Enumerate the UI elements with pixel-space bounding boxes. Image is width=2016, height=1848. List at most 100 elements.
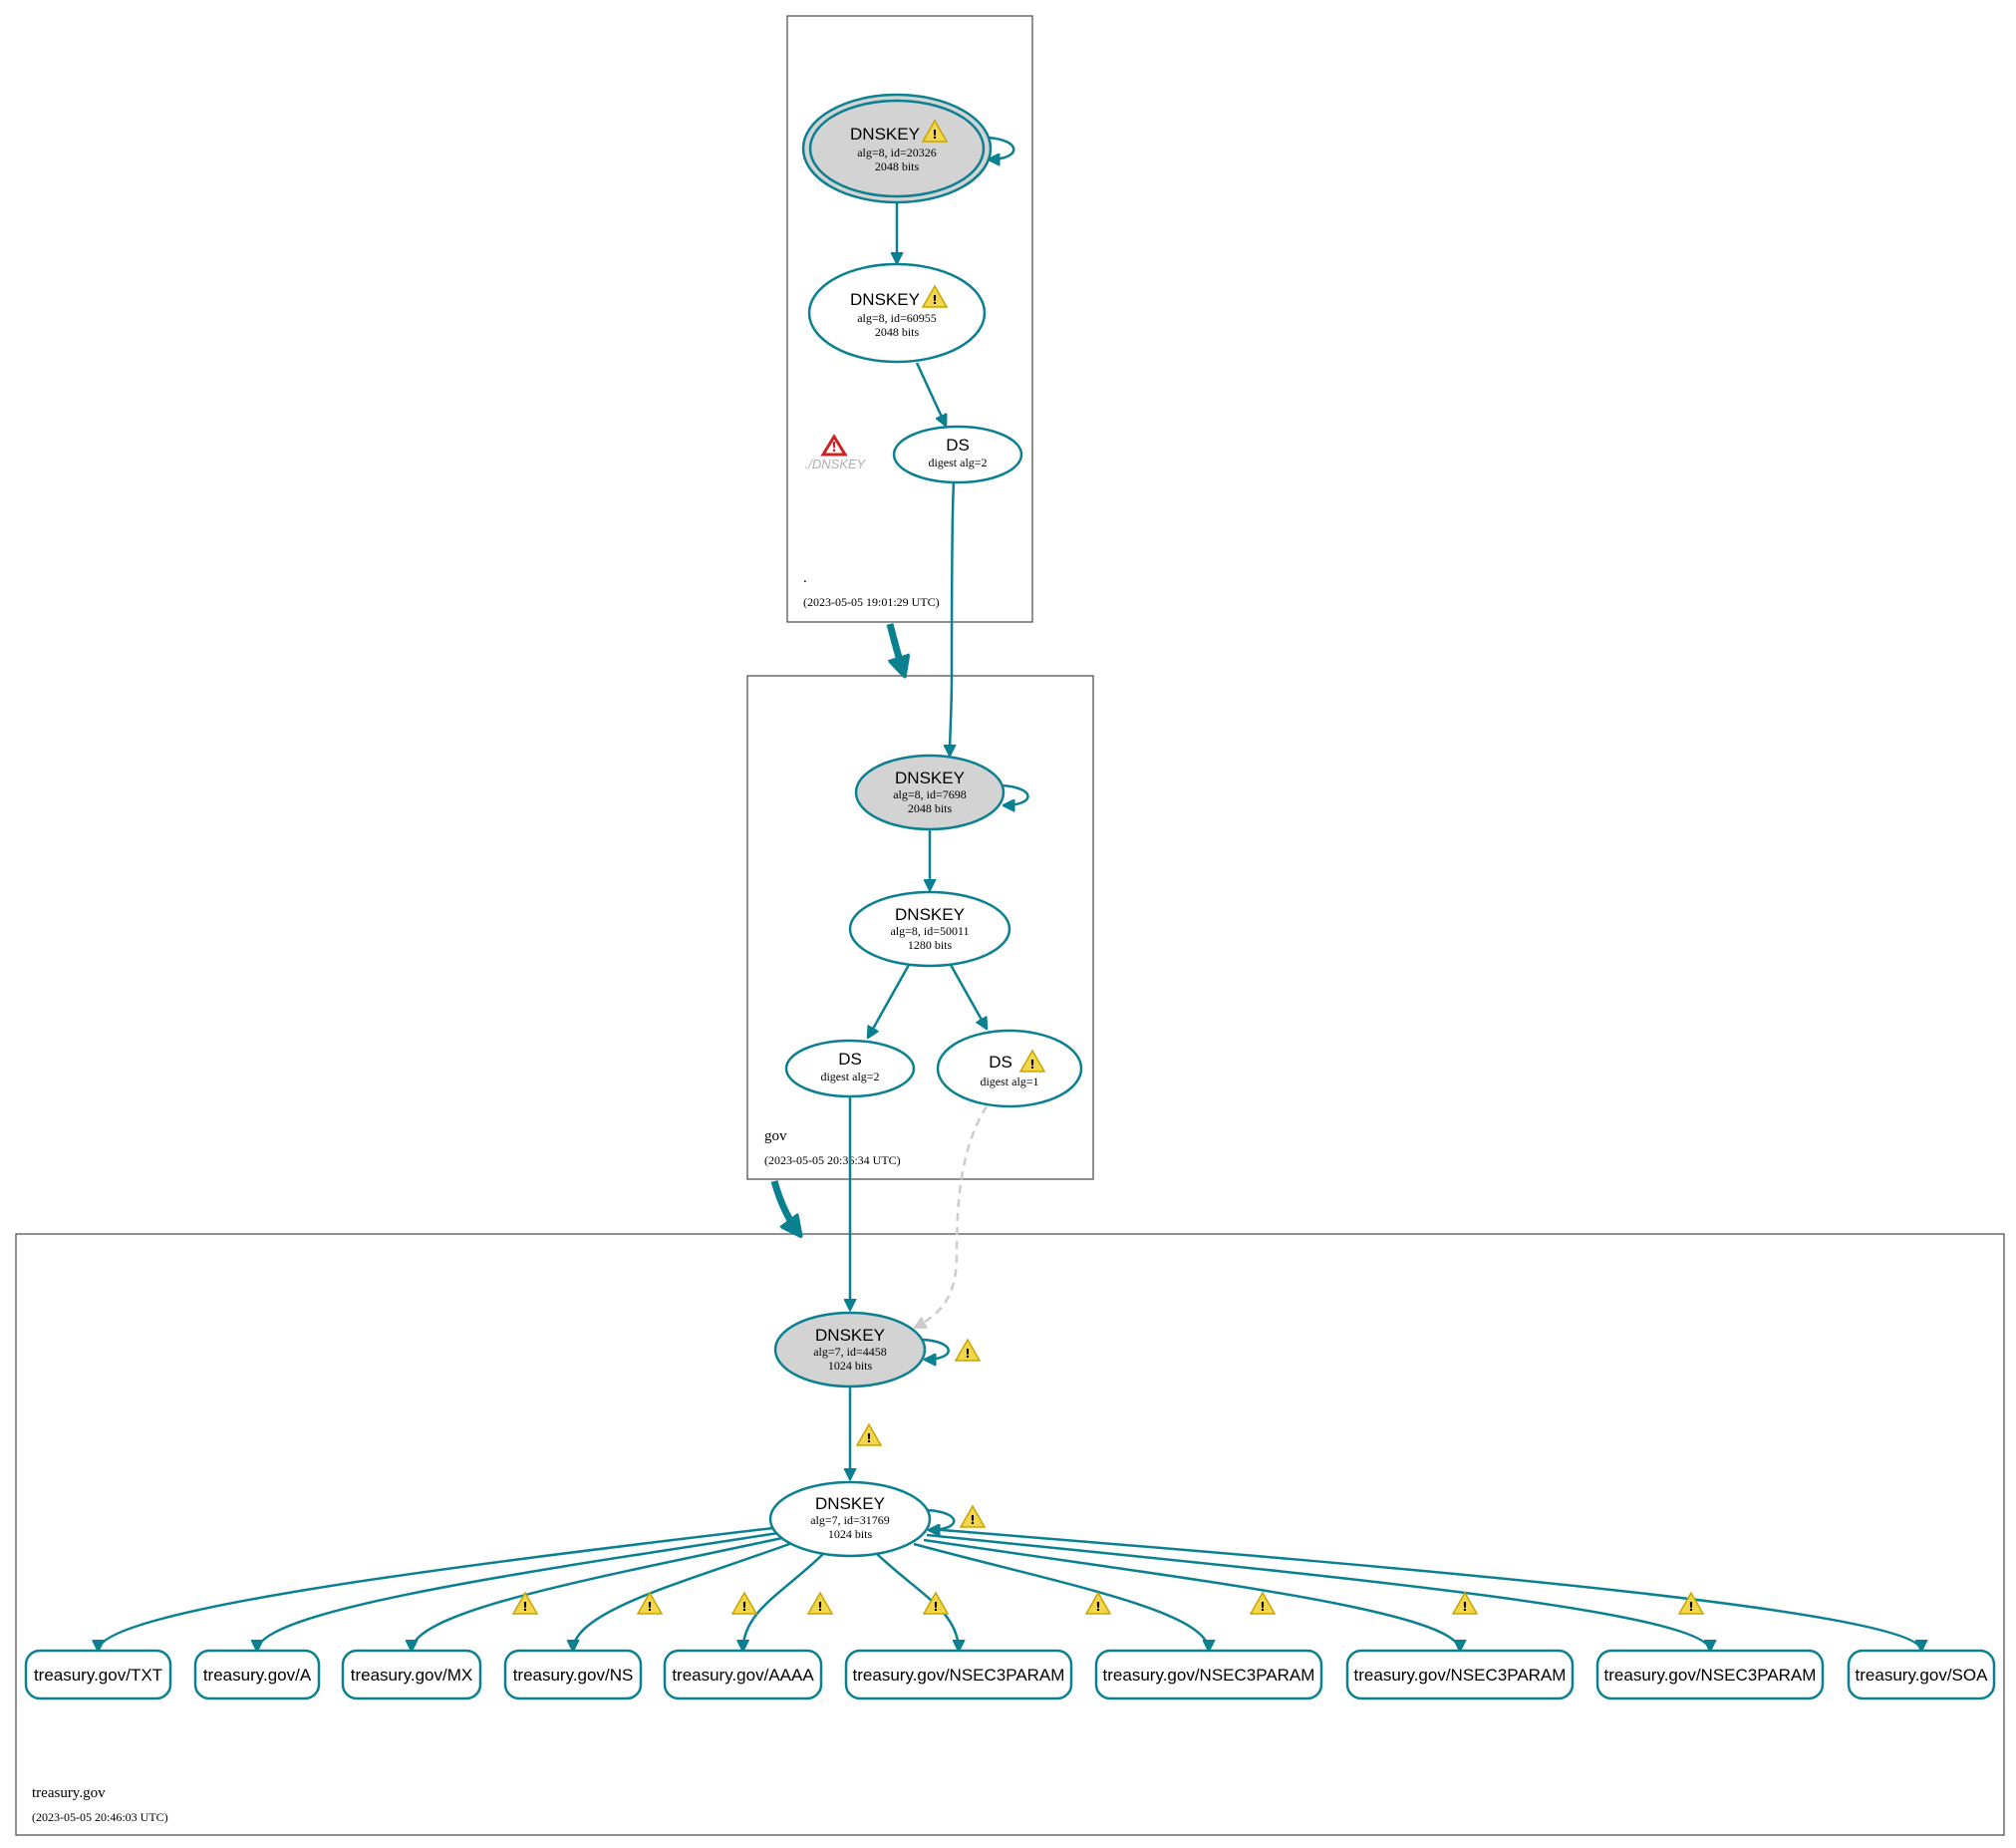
gov-ksk-size: 2048 bits (908, 801, 953, 815)
svg-text:!: ! (1095, 1600, 1100, 1614)
self-edge-treasury-ksk (922, 1338, 950, 1360)
root-zsk-node[interactable]: DNSKEY alg=8, id=60955 2048 bits ! (807, 262, 987, 364)
svg-text:!: ! (647, 1600, 652, 1614)
rrset-node[interactable]: treasury.gov/NSEC3PARAM (1094, 1649, 1323, 1700)
treasury-zsk-algorithm: alg=7, id=31769 (810, 1513, 890, 1527)
warning-icon: ! (921, 284, 949, 308)
signature-edge (929, 1527, 1921, 1651)
svg-text:!: ! (1260, 1600, 1265, 1614)
rrset-label: treasury.gov/AAAA (672, 1666, 814, 1685)
treasury-zsk-size: 1024 bits (828, 1527, 873, 1541)
signature-edge (923, 1538, 1460, 1651)
zone-name-treasury: treasury.gov (32, 1785, 106, 1801)
warning-icon: ! (954, 1338, 982, 1362)
gov-ksk-node[interactable]: DNSKEY alg=8, id=7698 2048 bits (854, 754, 1006, 831)
root-ds-digest: digest alg=2 (928, 456, 987, 469)
warning-icon: ! (1249, 1591, 1277, 1615)
rrset-node[interactable]: treasury.gov/TXT (24, 1649, 172, 1700)
zone-timestamp-gov: (2023-05-05 20:36:34 UTC) (764, 1153, 901, 1167)
root-zsk-title: DNSKEY (850, 290, 920, 309)
zone-box-treasury (15, 1233, 2005, 1836)
warning-icon: ! (1018, 1049, 1046, 1073)
rrset-nodes: treasury.gov/TXT treasury.gov/A! treasury.… (24, 1591, 1996, 1700)
rrset-node[interactable]: treasury.gov/SOA (1847, 1649, 1996, 1700)
root-ksk-node[interactable]: DNSKEY alg=8, id=20326 2048 bits ! (801, 93, 993, 204)
gov-ds-digest2-node[interactable]: DS digest alg=2 (784, 1039, 916, 1098)
rrset-signature-edges (99, 1526, 1922, 1651)
svg-text:!: ! (741, 1600, 746, 1614)
rrset-node[interactable]: treasury.gov/NSEC3PARAM (1595, 1649, 1825, 1700)
gov-ds-digest1-node[interactable]: DS digest alg=1 ! (936, 1029, 1083, 1108)
rrset-label: treasury.gov/NSEC3PARAM (1354, 1666, 1567, 1685)
svg-text:!: ! (970, 1513, 975, 1527)
rrset-node[interactable]: treasury.gov/NSEC3PARAM (1345, 1649, 1575, 1700)
rrset-node[interactable]: treasury.gov/AAAA (663, 1649, 823, 1700)
svg-text:!: ! (933, 1600, 938, 1614)
warning-icon: ! (921, 119, 949, 143)
signature-edge (573, 1541, 793, 1651)
rrset-box (341, 1649, 482, 1700)
rrset-label: treasury.gov/MX (351, 1666, 473, 1685)
rrset-node[interactable]: treasury.gov/NSEC3PARAM (844, 1649, 1073, 1700)
zone-box-root (786, 15, 1033, 623)
treasury-ksk-size: 1024 bits (828, 1359, 873, 1373)
gov-ds-digest1-digest: digest alg=1 (980, 1075, 1038, 1088)
rrset-box (844, 1649, 1073, 1700)
warning-icon: ! (1084, 1591, 1112, 1615)
self-edge-gov-ksk (1001, 783, 1029, 805)
warning-icon: ! (636, 1591, 664, 1615)
rrset-box (1595, 1649, 1825, 1700)
rrset-box (24, 1649, 172, 1700)
delegation-edge-root-gov (886, 623, 904, 674)
treasury-ksk-algorithm: alg=7, id=4458 (813, 1345, 887, 1359)
treasury-zsk-node[interactable]: DNSKEY alg=7, id=31769 1024 bits (768, 1480, 932, 1558)
root-missing-dnskey-node[interactable]: ! ./DNSKEY (805, 434, 867, 471)
rrset-box (663, 1649, 823, 1700)
rrset-node[interactable]: treasury.gov/A (193, 1649, 321, 1700)
gov-zsk-node[interactable]: DNSKEY alg=8, id=50011 1280 bits (848, 890, 1011, 968)
svg-text:!: ! (831, 441, 837, 456)
rrset-node[interactable]: treasury.gov/MX (341, 1649, 482, 1700)
warning-icon: ! (855, 1422, 883, 1446)
root-ds-title: DS (946, 436, 970, 455)
rrset-label: treasury.gov/NSEC3PARAM (853, 1666, 1065, 1685)
rrset-label: treasury.gov/NS (513, 1666, 634, 1685)
gov-ksk-title: DNSKEY (895, 769, 965, 787)
root-ksk-size: 2048 bits (875, 159, 920, 173)
rrset-label: treasury.gov/A (203, 1666, 312, 1685)
edge-root-ds-gov-ksk (950, 480, 954, 756)
rrset-label: treasury.gov/NSEC3PARAM (1604, 1666, 1817, 1685)
signature-edge (257, 1531, 779, 1651)
root-zsk-algorithm: alg=8, id=60955 (857, 311, 937, 325)
root-missing-dnskey-label: ./DNSKEY (805, 457, 867, 471)
gov-zsk-algorithm: alg=8, id=50011 (890, 924, 969, 938)
edge-gov-zsk-ds1 (949, 964, 987, 1029)
gov-ds-digest2-title: DS (838, 1050, 862, 1069)
root-ksk-algorithm: alg=8, id=20326 (857, 146, 937, 159)
gov-ds-digest2-digest: digest alg=2 (820, 1070, 879, 1083)
gov-ksk-algorithm: alg=8, id=7698 (893, 787, 967, 801)
svg-text:!: ! (1462, 1600, 1467, 1614)
signature-edge (412, 1536, 783, 1651)
root-ds-node[interactable]: DS digest alg=2 (892, 425, 1023, 484)
rrset-box (193, 1649, 321, 1700)
error-triangle-icon: ! (820, 434, 848, 457)
root-ksk-title: DNSKEY (850, 125, 920, 144)
rrset-label: treasury.gov/SOA (1856, 1666, 1989, 1685)
warning-icon: ! (1451, 1591, 1479, 1615)
zone-timestamp-treasury: (2023-05-05 20:46:03 UTC) (32, 1810, 168, 1824)
signature-edge (99, 1526, 774, 1651)
zone-name-gov: gov (764, 1128, 787, 1144)
rrset-box (1094, 1649, 1323, 1700)
signature-edge (913, 1542, 1209, 1651)
rrset-label: treasury.gov/NSEC3PARAM (1103, 1666, 1315, 1685)
rrset-node[interactable]: treasury.gov/NS (503, 1649, 643, 1700)
treasury-zsk-title: DNSKEY (815, 1494, 885, 1513)
self-edge-root-ksk (986, 136, 1015, 159)
gov-zsk-title: DNSKEY (895, 905, 965, 924)
edge-gov-zsk-ds2 (868, 964, 911, 1038)
svg-text:!: ! (932, 128, 937, 142)
treasury-ksk-node[interactable]: DNSKEY alg=7, id=4458 1024 bits (773, 1311, 927, 1388)
gov-ds-digest1-title: DS (989, 1053, 1012, 1072)
